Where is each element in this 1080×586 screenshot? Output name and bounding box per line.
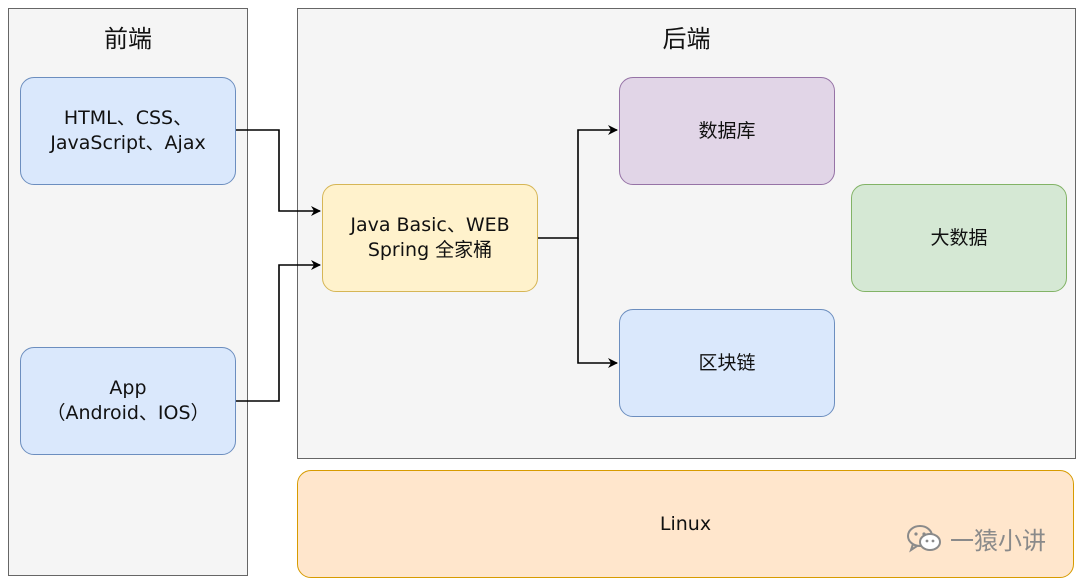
web-frontend-node[interactable]: HTML、CSS、 JavaScript、Ajax (20, 77, 236, 185)
app-frontend-line2: （Android、IOS） (46, 402, 210, 424)
linux-label: Linux (659, 512, 712, 535)
frontend-title: 前端 (104, 25, 152, 53)
wechat-icon (907, 524, 941, 552)
database-node[interactable]: 数据库 (619, 77, 835, 185)
backend-title: 后端 (662, 25, 711, 53)
bigdata-label: 大数据 (930, 226, 988, 249)
linux-node[interactable]: Linux (297, 470, 1074, 578)
web-frontend-line2: JavaScript、Ajax (50, 132, 206, 154)
java-backend-node[interactable]: Java Basic、WEB Spring 全家桶 (322, 184, 538, 292)
java-backend-line1: Java Basic、WEB (350, 214, 510, 236)
blockchain-node[interactable]: 区块链 (619, 309, 835, 417)
web-frontend-line1: HTML、CSS、 (63, 107, 193, 129)
app-frontend-node[interactable]: App （Android、IOS） (20, 347, 236, 455)
app-frontend-line1: App (109, 377, 147, 399)
watermark: 一猿小讲 (906, 521, 1046, 556)
bigdata-node[interactable]: 大数据 (851, 184, 1067, 292)
watermark-text: 一猿小讲 (950, 527, 1046, 555)
blockchain-label: 区块链 (698, 351, 756, 374)
java-backend-line2: Spring 全家桶 (367, 239, 493, 261)
database-label: 数据库 (698, 119, 756, 142)
